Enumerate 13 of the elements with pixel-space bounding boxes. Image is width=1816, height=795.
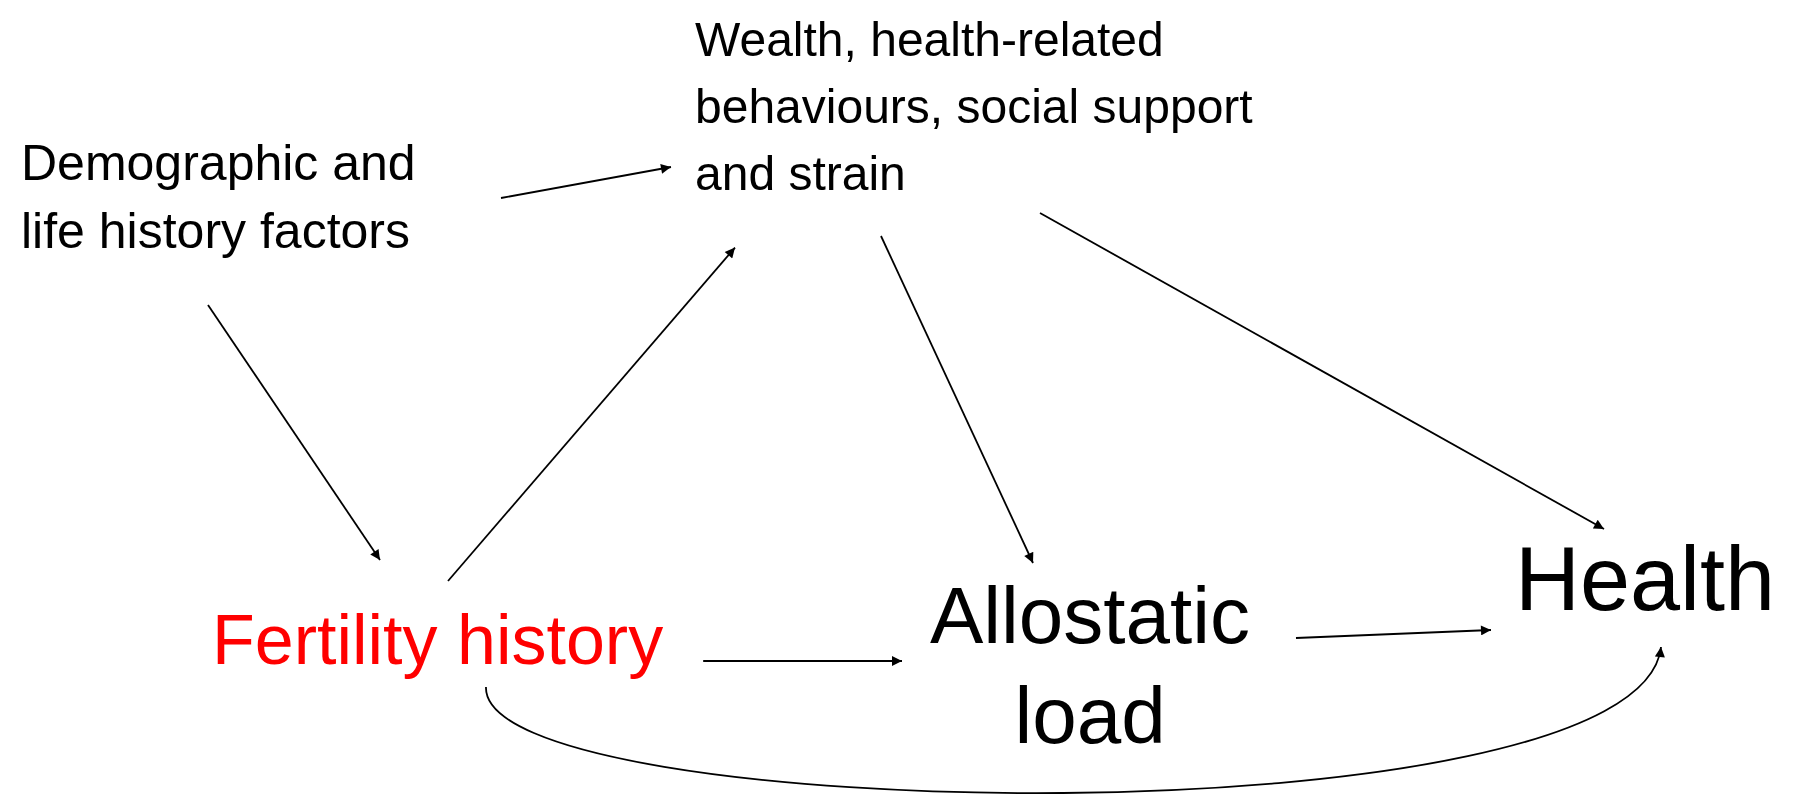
arrow (207, 304, 381, 561)
arrow (485, 646, 1662, 794)
arrow (880, 235, 1034, 564)
arrow (500, 163, 672, 199)
arrow (1039, 212, 1605, 530)
node-label: Allostatic load (905, 566, 1275, 766)
node-label: Demographic and life history factors (21, 130, 461, 265)
node-label: Wealth, health-related behaviours, social support and strain (695, 6, 1285, 208)
node-label: Health (1515, 530, 1776, 629)
node-label: Fertility history (212, 598, 664, 682)
arrow (702, 656, 903, 666)
arrow (1295, 625, 1492, 639)
arrow (447, 246, 736, 582)
